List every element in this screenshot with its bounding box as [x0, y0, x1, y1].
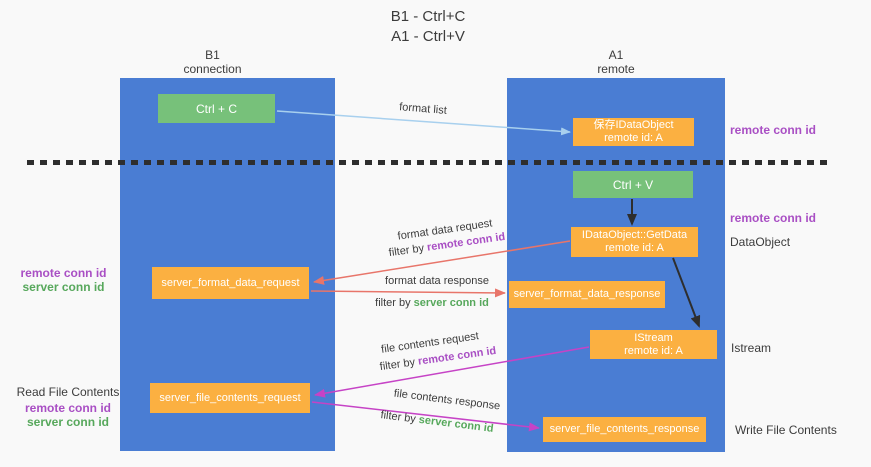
node-idataobject-getdata-line1: IDataObject::GetData: [581, 229, 688, 241]
node-save-idataobject-line1: 保存IDataObject: [593, 119, 674, 131]
node-ctrl-c: Ctrl + C: [158, 94, 275, 123]
node-ctrl-v: Ctrl + V: [573, 171, 693, 198]
node-istream-line2: remote id: A: [624, 344, 683, 357]
node-istream: IStream remote id: A: [590, 330, 717, 359]
node-save-idataobject: 保存IDataObject remote id: A: [573, 118, 694, 146]
annotation-left-conn-ids: remote conn id server conn id: [16, 266, 111, 294]
annotation-read-file-contents: Read File Contents: [16, 385, 120, 399]
node-server-format-data-request: server_format_data_request: [152, 267, 309, 299]
lifeline-header-a1: A1 remote: [507, 48, 725, 76]
node-server-file-contents-request: server_file_contents_request: [150, 383, 310, 413]
label-format-data-response: format data response: [385, 275, 489, 287]
annotation-remote-conn-id-left: remote conn id: [20, 266, 107, 280]
node-save-idataobject-line2: remote id: A: [604, 132, 663, 144]
node-server-format-data-request-label: server_format_data_request: [161, 276, 300, 289]
arrow-format-data-response: [310, 288, 506, 298]
node-server-file-contents-response: server_file_contents_response: [543, 417, 706, 442]
phase-separator-dashed-line: [27, 160, 833, 165]
annotation-server-conn-id-bottom: server conn id: [26, 415, 110, 429]
lifeline-a1-name: A1: [608, 48, 624, 62]
arrow-format-list: [276, 110, 571, 136]
node-ctrl-v-label: Ctrl + V: [612, 177, 654, 192]
node-idataobject-getdata-line2: remote id: A: [605, 242, 664, 254]
node-idataobject-getdata: IDataObject::GetData remote id: A: [571, 227, 698, 257]
annotation-remote-conn-id-mid: remote conn id: [730, 211, 817, 225]
node-server-file-contents-request-label: server_file_contents_request: [159, 391, 301, 404]
label-filter-prefix: filter by: [375, 297, 414, 309]
node-istream-line1: IStream: [634, 331, 673, 344]
node-ctrl-c-label: Ctrl + C: [195, 101, 237, 116]
annotation-write-file-contents: Write File Contents: [735, 423, 837, 437]
label-filter-by-server-conn-id-1: filter by server conn id: [375, 297, 489, 309]
annotation-remote-conn-id-bottom: remote conn id: [24, 401, 111, 415]
annotation-read-file-contents-group: Read File Contents remote conn id server…: [14, 384, 122, 429]
annotation-dataobject: DataObject: [730, 235, 791, 249]
lifeline-b1-name: B1: [205, 48, 220, 62]
arrow-format-data-request: [313, 240, 571, 285]
node-server-format-data-response: server_format_data_response: [509, 281, 665, 308]
node-server-format-data-response-label: server_format_data_response: [513, 288, 661, 300]
annotation-remote-conn-id-top: remote conn id: [730, 123, 817, 137]
arrow-getdata-to-istream: [672, 257, 701, 328]
title-line-2: A1 - Ctrl+V: [391, 28, 465, 45]
node-server-file-contents-response-label: server_file_contents_response: [549, 423, 700, 435]
label-server-conn-id-highlight: server conn id: [413, 297, 489, 309]
lifeline-header-b1: B1 connection: [105, 48, 320, 76]
lifeline-a1-role: remote: [597, 62, 635, 76]
diagram-title: B1 - Ctrl+C A1 - Ctrl+V: [0, 7, 856, 47]
annotation-server-conn-id-left: server conn id: [22, 280, 105, 294]
lifeline-b1-role: connection: [183, 62, 242, 76]
arrow-file-contents-request: [314, 346, 590, 398]
arrow-file-contents-response: [311, 401, 540, 432]
annotation-istream: Istream: [731, 341, 772, 355]
title-line-1: B1 - Ctrl+C: [390, 8, 466, 25]
